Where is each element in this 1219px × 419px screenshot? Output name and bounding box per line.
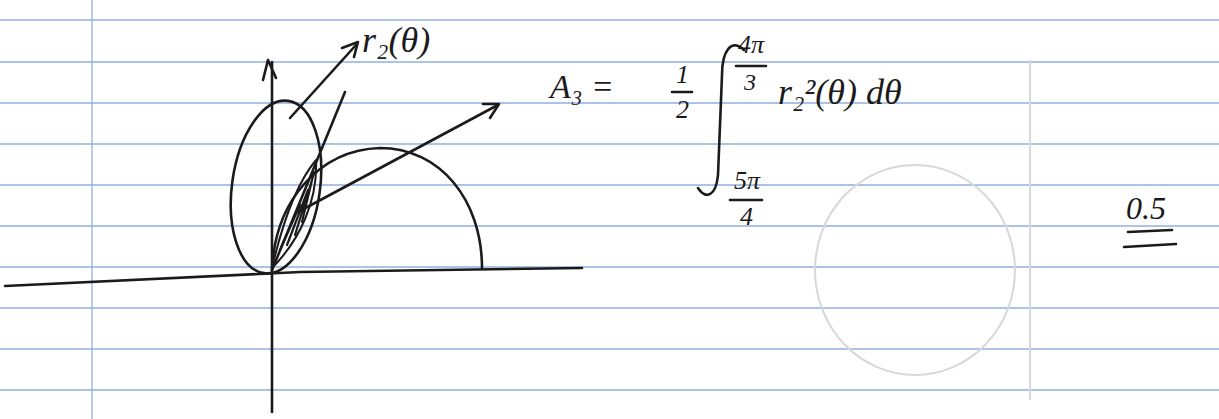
limit-text: 4π [738, 32, 764, 58]
area-label: A₃ = [550, 70, 614, 104]
integrand: r₂²(θ) dθ [778, 74, 902, 110]
limit-text: 3 [744, 70, 756, 94]
fraction-digit: 2 [676, 97, 689, 123]
fraction-digit: 1 [676, 62, 689, 88]
result-value: 0.5 [1126, 192, 1166, 224]
ruled-lines [0, 20, 1219, 390]
limit-text: 5π [734, 168, 760, 194]
limit-text: 4 [740, 204, 753, 230]
curve-label: r₂(θ) [362, 22, 430, 58]
